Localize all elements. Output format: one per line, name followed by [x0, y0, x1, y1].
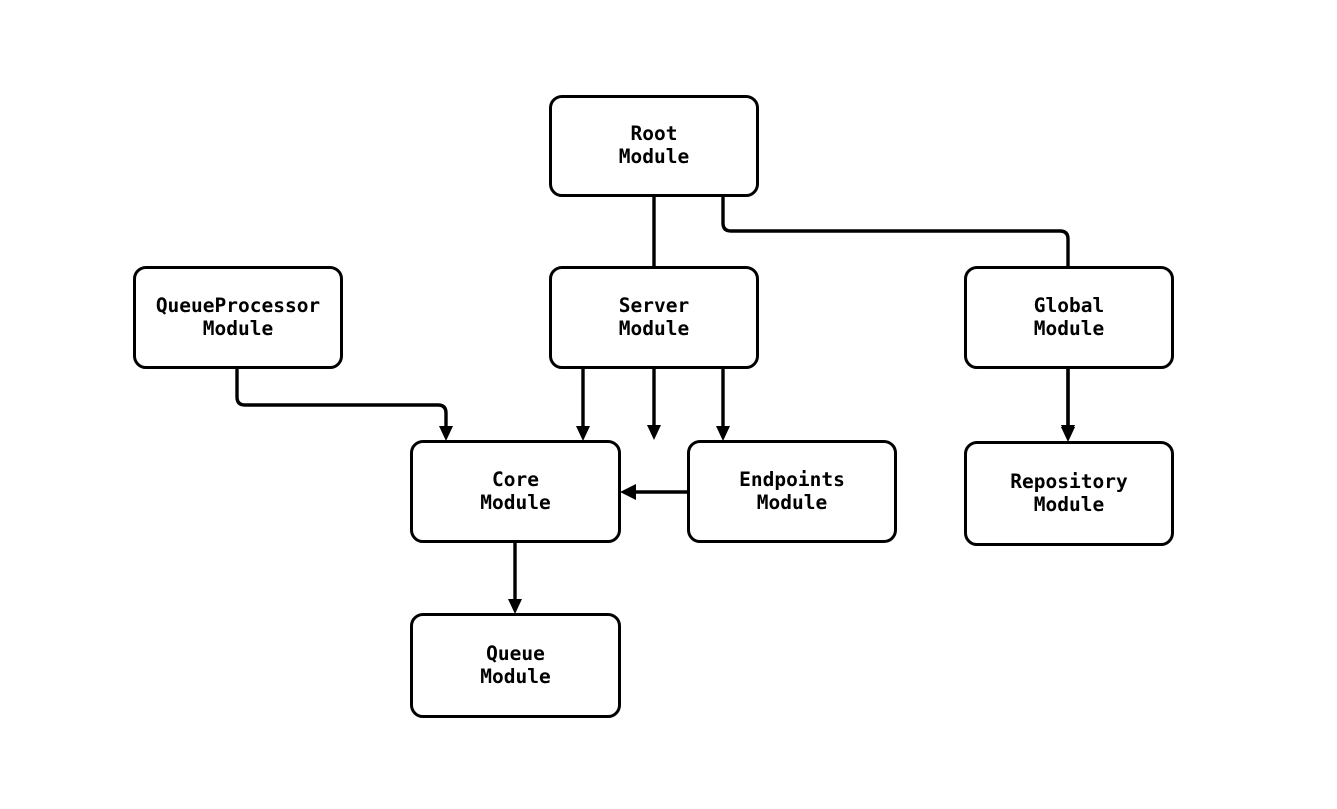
edge-queueprocessor-core — [235, 369, 453, 441]
edge-server-core — [576, 369, 590, 441]
node-queueprocessor-module[interactable]: QueueProcessor Module — [133, 266, 343, 369]
edge-endpoints-core — [620, 484, 687, 500]
node-server-module-name: Server — [618, 293, 690, 317]
node-core-module-suffix: Module — [480, 490, 551, 514]
node-queue-module-suffix: Module — [480, 664, 551, 688]
node-repository-module[interactable]: Repository Module — [964, 441, 1174, 546]
node-global-module[interactable]: Global Module — [964, 266, 1174, 369]
node-endpoints-module-name: Endpoints — [739, 467, 845, 491]
node-repository-module-suffix: Module — [1033, 492, 1105, 516]
node-server-module[interactable]: Server Module — [549, 266, 759, 369]
node-global-module-name: Global — [1033, 293, 1105, 317]
node-root-module-suffix: Module — [618, 145, 690, 168]
node-core-module-name: Core — [492, 467, 539, 491]
node-server-module-suffix: Module — [618, 316, 690, 340]
node-queue-module-name: Queue — [486, 641, 545, 665]
node-endpoints-module[interactable]: Endpoints Module — [687, 440, 897, 543]
node-queueprocessor-module-suffix: Module — [202, 316, 274, 340]
edge-core-queue — [508, 543, 522, 614]
edge-global-repository — [1061, 369, 1075, 442]
node-queueprocessor-module-name: QueueProcessor — [155, 293, 321, 317]
edge-server-endpoints — [716, 369, 730, 441]
node-root-module-name: Root — [630, 122, 678, 146]
node-endpoints-module-suffix: Module — [756, 490, 828, 514]
node-global-module-suffix: Module — [1033, 316, 1105, 340]
node-queue-module[interactable]: Queue Module — [410, 613, 621, 718]
node-root-module[interactable]: Root Module — [549, 95, 759, 197]
node-repository-module-name: Repository — [1010, 469, 1128, 493]
node-core-module[interactable]: Core Module — [410, 440, 621, 543]
